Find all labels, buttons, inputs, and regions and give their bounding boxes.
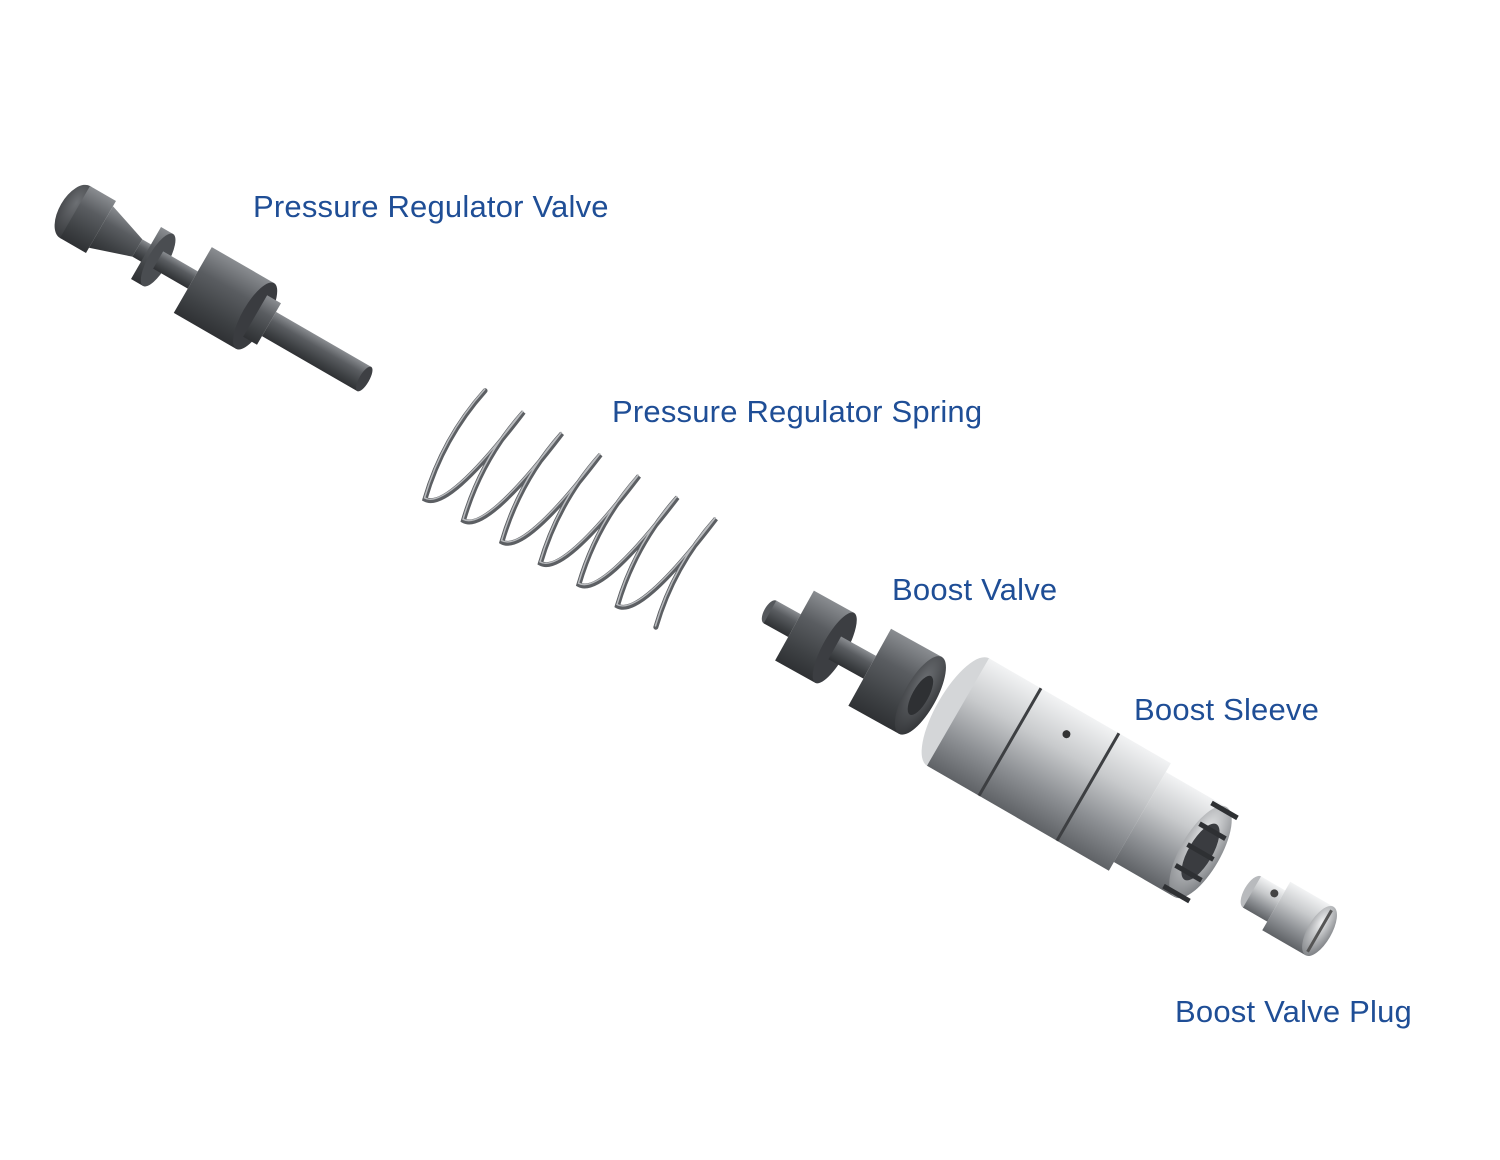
boost-valve-plug — [1240, 875, 1337, 956]
label-pressure-regulator-valve: Pressure Regulator Valve — [253, 189, 609, 224]
pressure-regulator-spring — [421, 388, 718, 630]
label-boost-sleeve: Boost Sleeve — [1134, 692, 1320, 727]
pressure-regulator-valve — [54, 184, 373, 392]
boost-valve — [761, 590, 946, 735]
label-pressure-regulator-spring: Pressure Regulator Spring — [612, 394, 983, 429]
boost-sleeve — [921, 657, 1239, 904]
label-boost-valve-plug: Boost Valve Plug — [1175, 994, 1412, 1029]
label-boost-valve: Boost Valve — [892, 572, 1058, 607]
